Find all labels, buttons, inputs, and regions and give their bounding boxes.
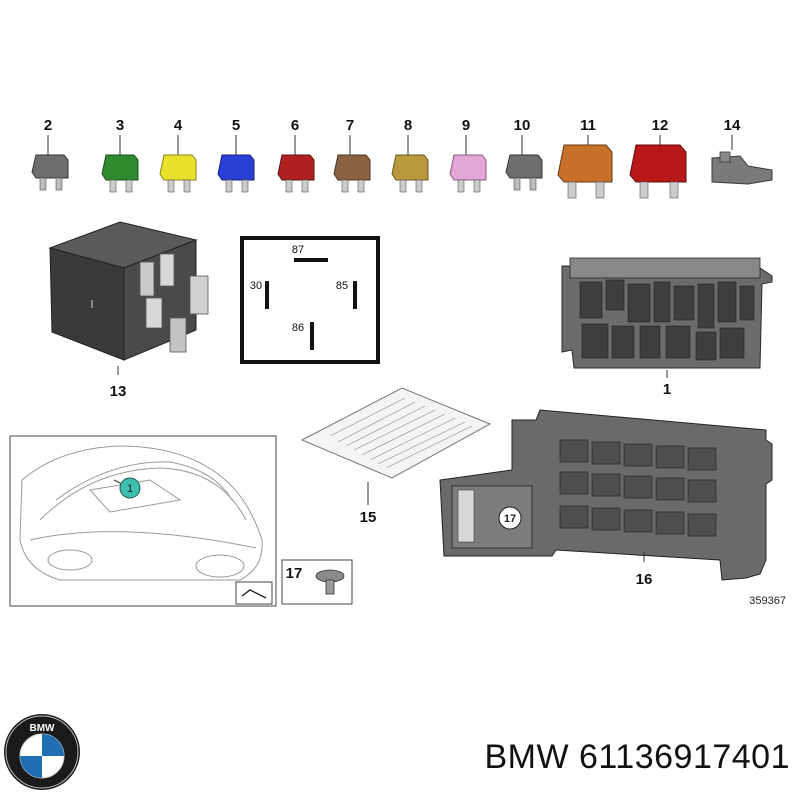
footer-part-number: 61136917401 (579, 738, 790, 776)
callout-4: 4 (174, 117, 183, 134)
callout-9: 9 (462, 117, 470, 134)
callout-12: 12 (652, 117, 669, 134)
footer-brand: BMW (484, 738, 570, 776)
diagram-number: 359367 (749, 595, 786, 607)
fuse-12 (629, 144, 687, 199)
pin-30-label: 30 (250, 280, 262, 292)
callout-8: 8 (404, 117, 412, 134)
callout-6: 6 (291, 117, 299, 134)
callout-2: 2 (44, 117, 52, 134)
callout-10: 10 (514, 117, 531, 134)
logo-lettering: BMW (30, 723, 56, 734)
fuse-9 (449, 154, 487, 193)
callout-1: 1 (663, 381, 671, 398)
pin-87-label: 87 (292, 244, 304, 256)
callout-7: 7 (346, 117, 354, 134)
callout-17: 17 (286, 565, 303, 582)
fuse-8 (391, 154, 429, 193)
bracket-badge (498, 506, 522, 530)
vehicle-locator-panel (9, 435, 277, 607)
callout-3: 3 (116, 117, 124, 134)
relay-13 (48, 221, 209, 361)
bracket-16 (439, 409, 773, 581)
bolt-panel-17 (281, 559, 353, 605)
callout-13: 13 (110, 383, 127, 400)
bracket-badge-label: 17 (504, 513, 516, 525)
fuse-10 (505, 154, 543, 191)
fuse-4 (159, 154, 197, 193)
relay-pin-schematic: 87 30 85 86 (240, 236, 380, 364)
callout-5: 5 (232, 117, 240, 134)
fuse-2 (31, 154, 69, 191)
callout-14: 14 (724, 117, 741, 134)
fuse-puller-14 (711, 151, 773, 185)
bmw-logo: BMW (4, 714, 80, 790)
fuse-box-1 (561, 257, 773, 369)
fuse-11 (557, 144, 613, 199)
fuse-6 (277, 154, 315, 193)
locator-badge (119, 477, 141, 499)
label-sheet-15 (300, 387, 492, 479)
pin-85-label: 85 (336, 280, 348, 292)
locator-badge-label: 1 (127, 483, 133, 495)
callout-15: 15 (360, 509, 377, 526)
pin-86-label: 86 (292, 322, 304, 334)
fuse-7 (333, 154, 371, 193)
fuse-5 (217, 154, 255, 193)
footer-part-label: BMW 61136917401 (410, 738, 790, 777)
callout-16: 16 (636, 571, 653, 588)
callout-11: 11 (580, 117, 596, 134)
fuse-3 (101, 154, 139, 193)
